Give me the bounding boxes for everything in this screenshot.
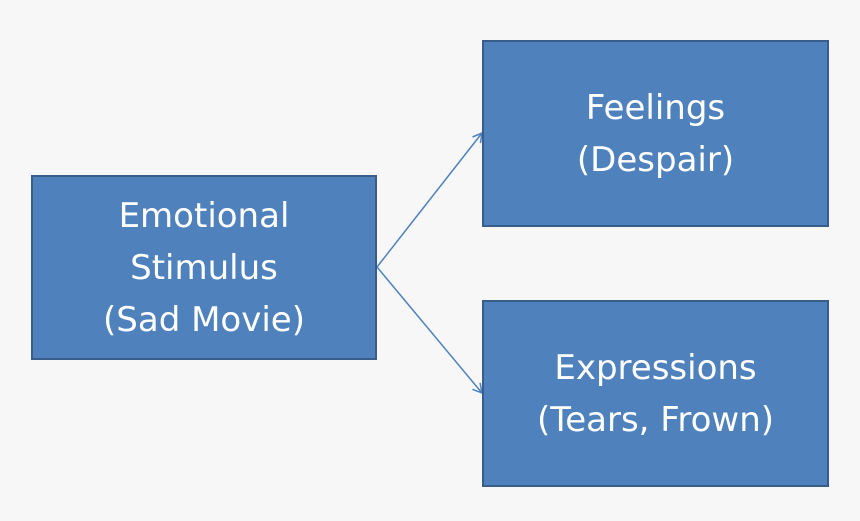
- stimulus-line-2: Stimulus: [130, 247, 278, 288]
- expressions-line-2: (Tears, Frown): [536, 399, 775, 440]
- stimulus-line-1: Emotional: [118, 195, 290, 236]
- arrow-to-feelings: [376, 131, 483, 268]
- feelings-line-2: (Despair): [576, 139, 735, 180]
- feelings-box: Feelings (Despair): [482, 40, 829, 227]
- expressions-line-1: Expressions: [554, 347, 757, 388]
- arrow-to-expressions: [376, 266, 483, 395]
- expressions-box: Expressions (Tears, Frown): [482, 300, 829, 487]
- emotional-stimulus-box: Emotional Stimulus (Sad Movie): [31, 175, 377, 360]
- stimulus-line-3: (Sad Movie): [103, 299, 305, 340]
- feelings-line-1: Feelings: [585, 87, 726, 128]
